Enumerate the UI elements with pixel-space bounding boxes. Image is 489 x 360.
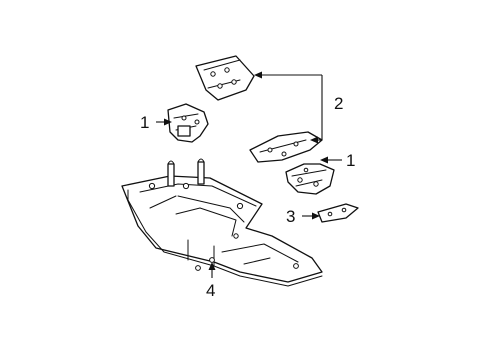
callout-1-left: 1 xyxy=(140,113,149,132)
middle-bracket xyxy=(249,131,323,163)
leader-bracket-group xyxy=(254,71,323,144)
leader-plate xyxy=(302,212,320,220)
callout-4: 4 xyxy=(206,281,215,300)
crossmember xyxy=(121,158,323,287)
right-mount xyxy=(285,163,335,195)
leader-crossmember xyxy=(208,262,216,278)
callout-2: 2 xyxy=(334,94,343,113)
leader-mount-right xyxy=(320,156,342,164)
small-plate xyxy=(317,203,359,223)
left-mount xyxy=(167,103,209,143)
callout-1-right: 1 xyxy=(346,151,355,170)
callout-3: 3 xyxy=(286,207,295,226)
leader-mount-left xyxy=(156,118,172,126)
upper-support-bracket xyxy=(195,55,255,101)
